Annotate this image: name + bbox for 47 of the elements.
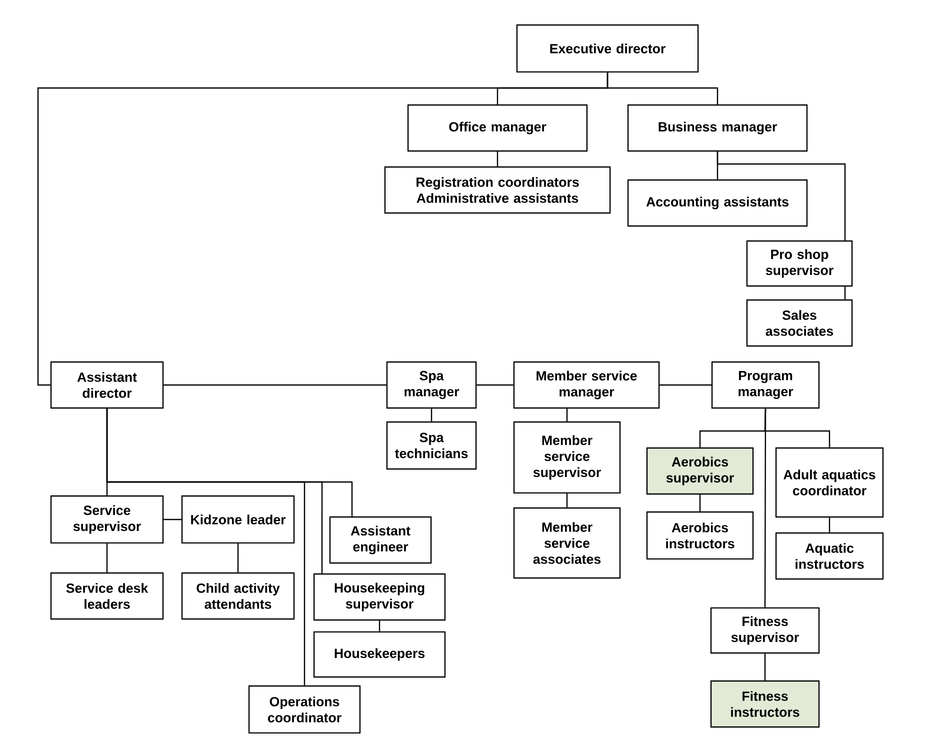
org-box: Sales associates	[746, 299, 853, 347]
org-box: Kidzone leader	[181, 495, 295, 544]
org-box: Member service supervisor	[513, 421, 621, 494]
org-box: Fitness supervisor	[710, 607, 820, 654]
connector-line	[164, 518, 182, 520]
connector-line	[37, 72, 608, 386]
connector-line	[106, 544, 108, 572]
org-box: Operations coordinator	[248, 685, 361, 734]
connector-line	[237, 544, 239, 572]
connector-line	[430, 408, 432, 422]
connector-line	[828, 518, 830, 532]
connector-line	[844, 286, 846, 300]
connector-line	[106, 408, 353, 516]
org-box: Registration coordinators Administrative assistants	[384, 166, 611, 214]
org-box: Business manager	[627, 104, 808, 152]
org-box: Spa manager	[386, 361, 477, 409]
org-box: Adult aquatics coordinator	[775, 447, 884, 518]
org-box: Assistant director	[50, 361, 164, 409]
org-box: Aerobics supervisor	[646, 447, 754, 495]
org-box: Aerobics instructors	[646, 511, 754, 560]
connector-line	[566, 408, 568, 422]
org-box: Pro shop supervisor	[746, 240, 853, 287]
org-box: Housekeepers	[313, 631, 446, 678]
org-box: Program manager	[711, 361, 820, 409]
connector-line	[378, 620, 380, 632]
org-box: Service supervisor	[50, 495, 164, 544]
connector-line	[566, 494, 568, 508]
org-box: Accounting assistants	[627, 179, 808, 227]
org-box: Member service manager	[513, 361, 660, 409]
org-box: Aquatic instructors	[775, 532, 884, 580]
org-box: Assistant engineer	[329, 516, 432, 564]
connector-line	[699, 494, 701, 512]
org-box: Member service associates	[513, 507, 621, 579]
org-box: Housekeeping supervisor	[313, 573, 446, 621]
connector-line	[716, 152, 846, 240]
connector-line	[660, 384, 712, 386]
org-box: Child activity attendants	[181, 572, 295, 620]
connector-line	[476, 384, 514, 386]
org-box: Fitness instructors	[710, 680, 820, 728]
connector-line	[164, 384, 386, 386]
connector-line	[496, 152, 498, 166]
org-box: Spa technicians	[386, 421, 477, 470]
org-box: Office manager	[407, 104, 588, 152]
org-box: Service desk leaders	[50, 572, 164, 620]
connector-line	[764, 654, 766, 680]
connector-line	[764, 408, 766, 608]
org-box: Executive director	[516, 24, 699, 73]
